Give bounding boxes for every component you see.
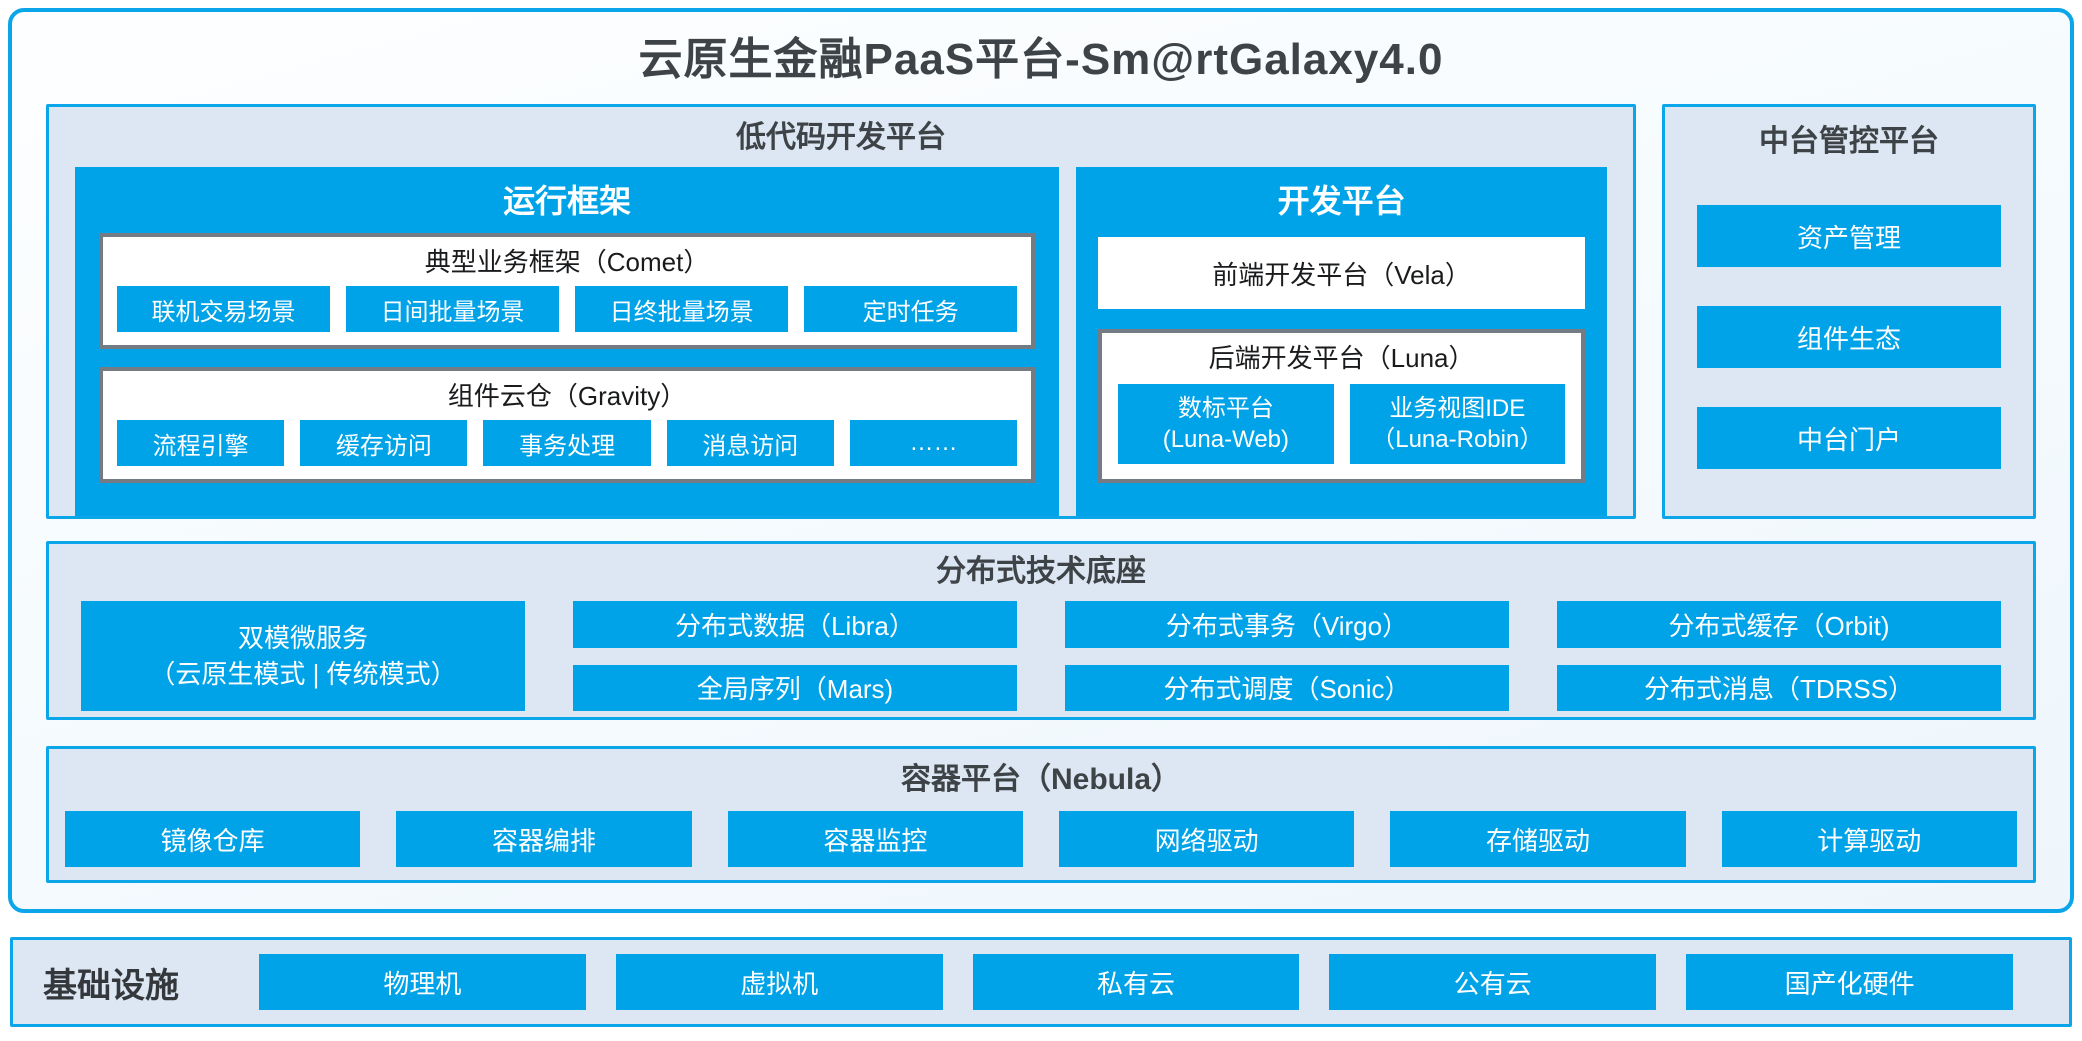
infrastructure-item: 虚拟机 (615, 954, 943, 1010)
distributed-column: 分布式事务（Virgo） 分布式调度（Sonic） (1065, 601, 1509, 711)
infrastructure-label: 基础设施 (43, 966, 179, 1005)
container-item: 计算驱动 (1721, 811, 2017, 867)
luna-items: 数标平台 (Luna-Web) 业务视图IDE （Luna-Robin） (1102, 382, 1581, 479)
distributed-cell: 全局序列（Mars) (573, 664, 1017, 711)
gravity-title: 组件云仓（Gravity） (447, 381, 687, 411)
comet-item: 日间批量场景 (346, 286, 560, 332)
distributed-cell: 分布式调度（Sonic） (1065, 664, 1509, 711)
runtime-title: 运行框架 (503, 183, 632, 219)
container-platform-section: 容器平台（Nebula） 镜像仓库 容器编排 容器监控 网络驱动 存储驱动 计算… (46, 746, 2036, 883)
luna-item: 业务视图IDE （Luna-Robin） (1349, 384, 1565, 464)
top-row: 低代码开发平台 运行框架 典型业务框架（Comet） 联机交易场景 日间批量场景… (46, 104, 2036, 519)
luna-item: 数标平台 (Luna-Web) (1118, 384, 1334, 464)
dual-mode-cell: 双模微服务 （云原生模式 | 传统模式） (81, 601, 525, 711)
dev-panel: 开发平台 前端开发平台（Vela） 后端开发平台（Luna） 数标平台 (Lun… (1076, 167, 1607, 516)
gravity-box: 组件云仓（Gravity） 流程引擎 缓存访问 事务处理 消息访问 …… (99, 367, 1036, 483)
container-platform-items: 镜像仓库 容器编排 容器监控 网络驱动 存储驱动 计算驱动 (65, 811, 2017, 867)
page-title: 云原生金融PaaS平台-Sm@rtGalaxy4.0 (638, 35, 1444, 84)
container-item: 镜像仓库 (65, 811, 361, 867)
midplatform-section: 中台管控平台 资产管理 组件生态 中台门户 (1662, 104, 2036, 519)
distributed-column: 分布式数据（Libra） 全局序列（Mars) (573, 601, 1017, 711)
main-frame: 云原生金融PaaS平台-Sm@rtGalaxy4.0 低代码开发平台 运行框架 … (8, 8, 2074, 913)
infrastructure-item: 国产化硬件 (1686, 954, 2013, 1010)
gravity-item: 消息访问 (666, 420, 834, 466)
gravity-item: …… (849, 420, 1018, 466)
container-item: 存储驱动 (1390, 811, 1686, 867)
lowcode-section: 低代码开发平台 运行框架 典型业务框架（Comet） 联机交易场景 日间批量场景… (46, 104, 1636, 519)
runtime-panel: 运行框架 典型业务框架（Comet） 联机交易场景 日间批量场景 日终批量场景 … (75, 167, 1060, 516)
midplatform-item: 资产管理 (1697, 205, 2001, 267)
distributed-cell: 分布式缓存（Orbit) (1557, 601, 2001, 648)
comet-item: 联机交易场景 (117, 286, 331, 332)
container-item: 网络驱动 (1058, 811, 1355, 867)
container-platform-title: 容器平台（Nebula） (900, 763, 1182, 796)
lowcode-body: 运行框架 典型业务框架（Comet） 联机交易场景 日间批量场景 日终批量场景 … (49, 167, 1633, 516)
midplatform-title: 中台管控平台 (1759, 125, 1939, 158)
distributed-title: 分布式技术底座 (936, 555, 1146, 588)
luna-title: 后端开发平台（Luna） (1208, 343, 1475, 373)
comet-box: 典型业务框架（Comet） 联机交易场景 日间批量场景 日终批量场景 定时任务 (99, 233, 1036, 349)
comet-items: 联机交易场景 日间批量场景 日终批量场景 定时任务 (103, 286, 1031, 345)
gravity-item: 流程引擎 (117, 420, 285, 466)
vela-box: 前端开发平台（Vela） (1098, 237, 1585, 309)
gravity-items: 流程引擎 缓存访问 事务处理 消息访问 …… (103, 420, 1031, 479)
infrastructure-item: 物理机 (259, 954, 586, 1010)
midplatform-items: 资产管理 组件生态 中台门户 (1697, 205, 2001, 469)
comet-item: 定时任务 (804, 286, 1018, 332)
lowcode-title: 低代码开发平台 (736, 121, 946, 154)
gravity-item: 事务处理 (483, 420, 651, 466)
midplatform-item: 组件生态 (1697, 306, 2001, 368)
infrastructure-item: 公有云 (1329, 954, 1657, 1010)
infrastructure-item: 私有云 (972, 954, 1300, 1010)
luna-box: 后端开发平台（Luna） 数标平台 (Luna-Web) 业务视图IDE （Lu… (1098, 329, 1585, 483)
container-item: 容器编排 (396, 811, 692, 867)
gravity-item: 缓存访问 (300, 420, 468, 466)
comet-title: 典型业务框架（Comet） (424, 247, 710, 277)
distributed-grid: 双模微服务 （云原生模式 | 传统模式） 分布式数据（Libra） 全局序列（M… (49, 601, 2033, 711)
distributed-cell: 分布式数据（Libra） (573, 601, 1017, 648)
distributed-cell: 分布式消息（TDRSS） (1557, 664, 2001, 711)
distributed-column: 分布式缓存（Orbit) 分布式消息（TDRSS） (1557, 601, 2001, 711)
container-item: 容器监控 (727, 811, 1023, 867)
infrastructure-section: 基础设施 物理机 虚拟机 私有云 公有云 国产化硬件 (10, 937, 2072, 1027)
comet-item: 日终批量场景 (575, 286, 789, 332)
dev-title: 开发平台 (1277, 183, 1406, 219)
midplatform-item: 中台门户 (1697, 407, 2001, 469)
distributed-section: 分布式技术底座 双模微服务 （云原生模式 | 传统模式） 分布式数据（Libra… (46, 541, 2036, 720)
distributed-cell: 分布式事务（Virgo） (1065, 601, 1509, 648)
